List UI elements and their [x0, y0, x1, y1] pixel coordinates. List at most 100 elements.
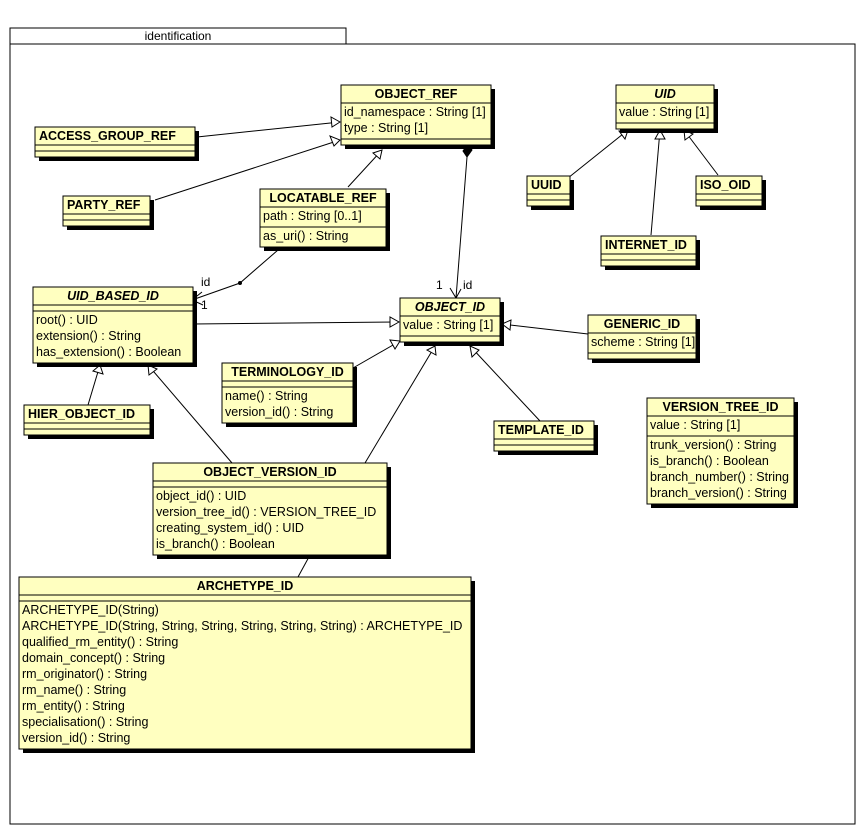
line-dot: [238, 281, 242, 285]
multiplicity-label: 1: [201, 298, 208, 312]
class-box: [399, 297, 501, 343]
class-box: [526, 175, 571, 207]
class-name: OBJECT_REF: [375, 87, 458, 101]
generalization-generic-id: [501, 323, 589, 335]
class-box: [340, 84, 492, 146]
class-object-ref[interactable]: OBJECT_REF id_namespace : String [1] type …: [340, 84, 495, 149]
triangle-head: [330, 116, 341, 128]
class-operation: version_id() : String: [225, 405, 333, 419]
class-operation: branch_version() : String: [650, 486, 787, 500]
triangle-head: [91, 364, 104, 375]
class-box: [32, 286, 194, 364]
association-object-ref-object-id: [455, 156, 468, 299]
class-operation: branch_number() : String: [650, 470, 789, 484]
class-name: LOCATABLE_REF: [269, 191, 377, 205]
class-operation: creating_system_id() : UID: [156, 521, 304, 535]
class-name: VERSION_TREE_ID: [662, 400, 778, 414]
generalization-terminology-id: [352, 340, 401, 369]
class-name: TERMINOLOGY_ID: [231, 365, 344, 379]
class-template-id[interactable]: TEMPLATE_ID: [493, 420, 598, 455]
role-label: id: [201, 275, 210, 289]
class-attribute: path : String [0..1]: [263, 209, 362, 223]
class-operation: has_extension() : Boolean: [36, 345, 181, 359]
multiplicity-label: 1: [436, 278, 443, 292]
class-operation: name() : String: [225, 389, 308, 403]
class-box: [62, 195, 151, 227]
class-operation: rm_originator() : String: [22, 667, 147, 681]
class-name: UUID: [531, 178, 562, 192]
generalization-object-version-id: [147, 364, 233, 464]
association-labels: id 1 1 id: [201, 275, 472, 312]
class-operation: domain_concept() : String: [22, 651, 165, 665]
class-box: [34, 126, 196, 158]
class-box: [600, 235, 697, 267]
class-archetype-id[interactable]: ARCHETYPE_ID ARCHETYPE_ID(String) ARCHETYP…: [18, 576, 475, 753]
class-name: PARTY_REF: [67, 198, 141, 212]
class-box: [152, 462, 388, 556]
triangle-head: [425, 345, 437, 356]
class-name: ISO_OID: [700, 178, 751, 192]
class-box: [493, 420, 595, 452]
class-name: OBJECT_ID: [415, 300, 485, 314]
class-operation: is_branch() : Boolean: [156, 537, 275, 551]
class-iso-oid[interactable]: ISO_OID: [695, 175, 766, 210]
class-name: ARCHETYPE_ID: [197, 579, 294, 593]
class-box: [695, 175, 763, 207]
class-box: [221, 362, 354, 424]
class-box: [615, 84, 715, 130]
class-operation: ARCHETYPE_ID(String, String, String, Str…: [22, 619, 462, 633]
triangle-head: [372, 149, 383, 160]
class-name: UID_BASED_ID: [67, 289, 159, 303]
generalization-party-ref: [154, 139, 341, 201]
triangle-head: [329, 135, 341, 147]
class-operation: extension() : String: [36, 329, 141, 343]
class-name: INTERNET_ID: [605, 238, 687, 252]
class-uuid[interactable]: UUID: [526, 175, 574, 210]
class-operation: version_tree_id() : VERSION_TREE_ID: [156, 505, 376, 519]
class-operation: is_branch() : Boolean: [650, 454, 769, 468]
generalization-iso-oid: [683, 129, 719, 176]
class-name: OBJECT_VERSION_ID: [203, 465, 336, 479]
class-attribute: type : String [1]: [344, 121, 428, 135]
class-box: [23, 404, 151, 436]
relationship-ends: [91, 116, 694, 376]
class-attribute: value : String [1]: [650, 418, 740, 432]
class-hier-object-id[interactable]: HIER_OBJECT_ID: [23, 404, 154, 439]
class-operation: specialisation() : String: [22, 715, 148, 729]
class-operation: trunk_version() : String: [650, 438, 776, 452]
class-access-group-ref[interactable]: ACCESS_GROUP_REF: [34, 126, 199, 161]
class-attribute: scheme : String [1]: [591, 335, 695, 349]
triangle-head: [389, 339, 401, 350]
class-operation: rm_name() : String: [22, 683, 126, 697]
class-boxes: OBJECT_REF id_namespace : String [1] type …: [18, 84, 798, 753]
class-operation: ARCHETYPE_ID(String): [22, 603, 159, 617]
class-terminology-id[interactable]: TERMINOLOGY_ID name() : String version_id(…: [221, 362, 357, 427]
class-box: [18, 576, 472, 750]
generalization-archetype-id: [364, 345, 436, 464]
class-internet-id[interactable]: INTERNET_ID: [600, 235, 700, 270]
triangle-head: [469, 345, 480, 359]
triangle-head: [501, 319, 512, 331]
class-operation: as_uri() : String: [263, 229, 348, 243]
class-name: GENERIC_ID: [604, 317, 680, 331]
generalization-internet-id: [650, 129, 661, 236]
generalization-uuid: [567, 129, 629, 179]
class-name: HIER_OBJECT_ID: [28, 407, 135, 421]
class-name: UID: [654, 87, 676, 101]
class-attribute: id_namespace : String [1]: [344, 105, 486, 119]
class-operation: qualified_rm_entity() : String: [22, 635, 178, 649]
class-attribute: value : String [1]: [403, 318, 493, 332]
class-box: [259, 188, 387, 248]
class-box: [587, 314, 697, 360]
class-party-ref[interactable]: PARTY_REF: [62, 195, 154, 230]
generalization-template-id: [469, 345, 541, 422]
generalization-uid-based-id: [192, 321, 400, 325]
